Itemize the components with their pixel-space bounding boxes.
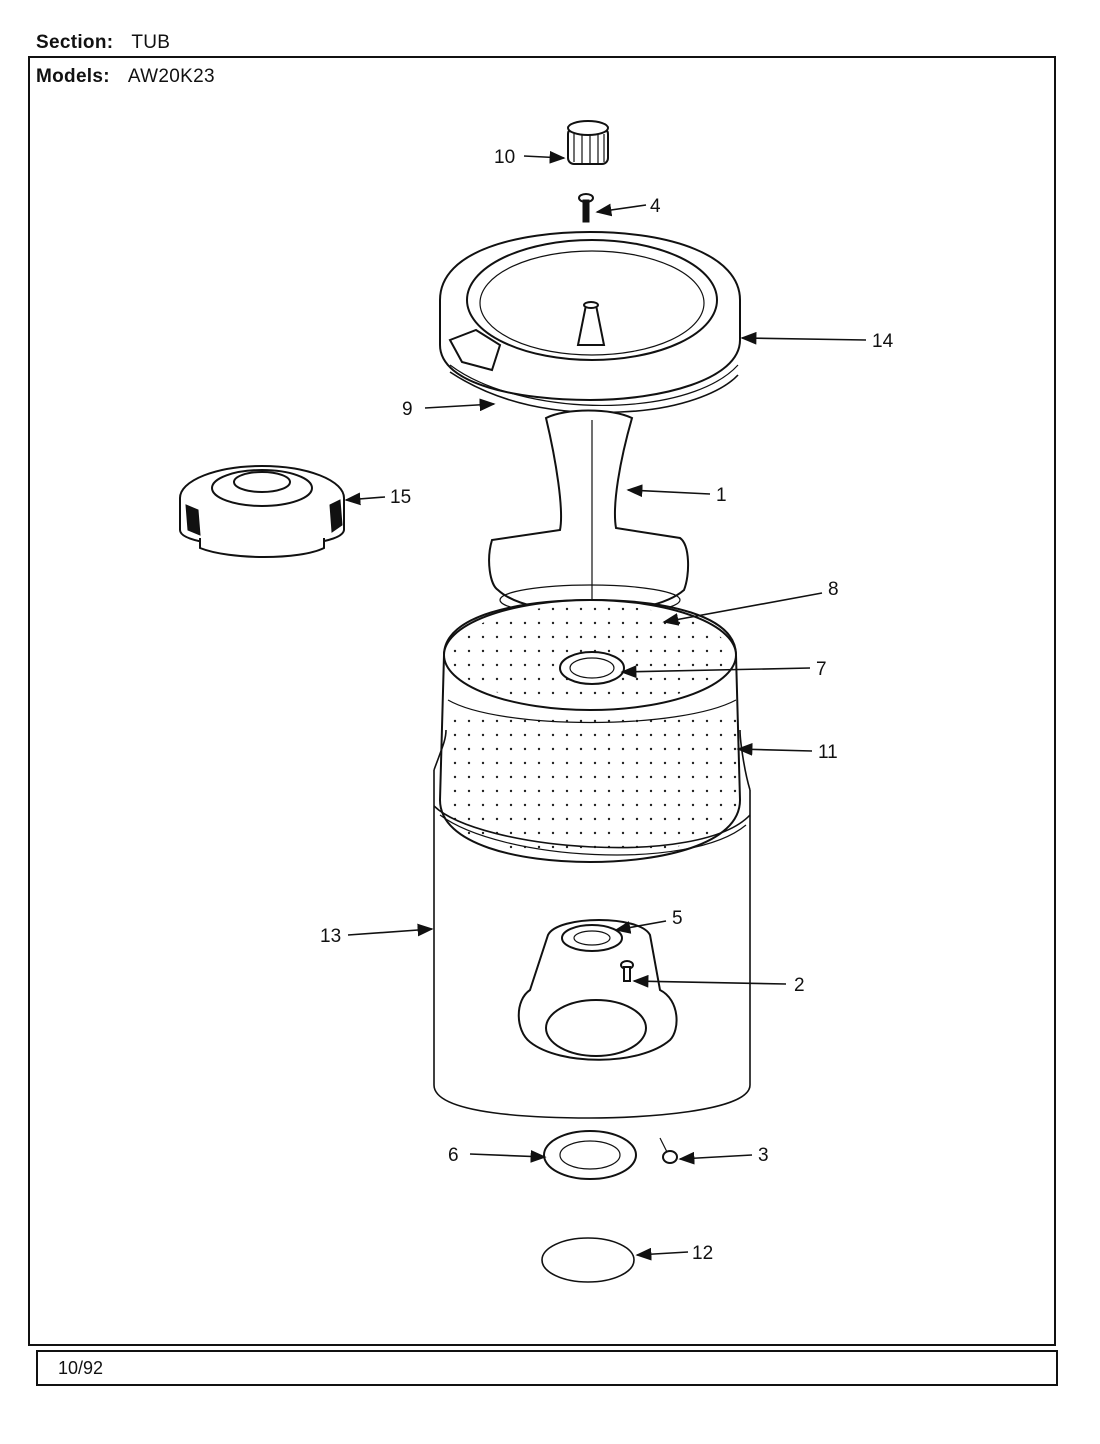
part-6-gasket-drawing [543, 1130, 637, 1180]
part-4-screw-drawing [578, 193, 594, 223]
callout-6: 6 [448, 1145, 459, 1166]
callout-14: 14 [872, 331, 894, 352]
models-value: AW20K23 [127, 66, 215, 87]
part-7-seal-drawing [559, 651, 625, 685]
part-15-plug-drawing [179, 465, 345, 558]
callout-4: 4 [650, 196, 661, 217]
diagram-frame [28, 56, 1056, 1346]
callout-5: 5 [672, 908, 683, 929]
footer-date: 10/92 [58, 1358, 104, 1378]
models-label: Models: [36, 66, 110, 87]
callout-7: 7 [816, 659, 827, 680]
callout-3: 3 [758, 1145, 769, 1166]
callout-10: 10 [494, 147, 515, 168]
part-3-bolt-drawing [659, 1137, 678, 1164]
callout-2: 2 [794, 975, 805, 996]
leader-lines [344, 150, 867, 1261]
section-value: TUB [131, 32, 171, 53]
part-12-o-ring-drawing [541, 1237, 635, 1283]
part-5-hub-drawing [517, 919, 678, 1061]
callout-8: 8 [828, 579, 839, 600]
part-11-basket-drawing [438, 598, 742, 864]
part-10-cap-drawing [567, 120, 609, 165]
callout-11: 11 [818, 742, 838, 763]
part-1-agitator-drawing [488, 409, 690, 625]
callout-15: 15 [390, 487, 411, 508]
part-2-screw-drawing [620, 960, 634, 982]
callout-13: 13 [320, 926, 341, 947]
callout-9: 9 [402, 399, 413, 420]
models-heading: Models: AW20K23 [36, 66, 215, 88]
callout-12: 12 [692, 1243, 713, 1264]
part-14-tub-cover-drawing [439, 230, 741, 414]
section-label: Section: [36, 32, 114, 53]
callout-1: 1 [716, 485, 727, 506]
section-heading: Section: TUB [36, 32, 170, 54]
part-13-outer-tub-drawing [433, 729, 751, 1119]
footer-box [36, 1350, 1058, 1386]
